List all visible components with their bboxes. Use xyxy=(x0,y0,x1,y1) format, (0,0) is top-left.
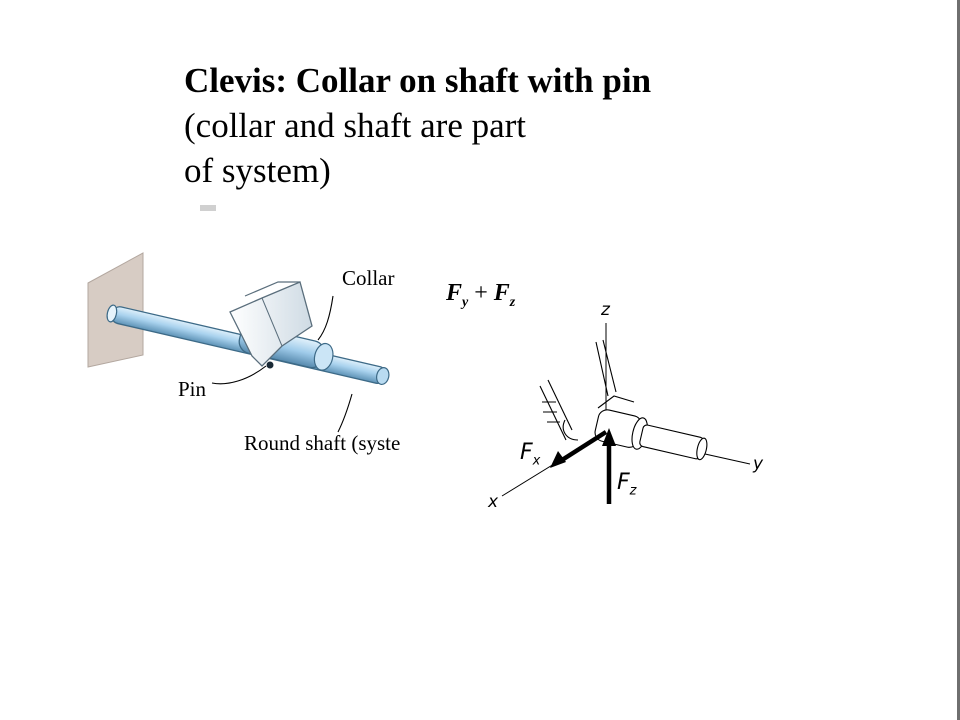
slide-edge xyxy=(957,0,960,720)
reaction-expression: Fy+Fz xyxy=(446,280,516,310)
clevis-illustration xyxy=(87,252,390,386)
y-axis-label: y xyxy=(753,454,764,474)
force-fx-arrow xyxy=(560,430,608,462)
x-axis-label: x xyxy=(488,492,499,512)
title-line-3: of system) xyxy=(184,151,331,190)
clevis-bracket xyxy=(229,281,313,369)
free-body-diagram xyxy=(501,323,751,504)
shaft-leader xyxy=(337,393,353,433)
pin-label: Pin xyxy=(178,377,207,401)
slide-title: Clevis: Collar on shaft with pin (collar… xyxy=(184,58,804,193)
force-fx-label: Fx xyxy=(520,440,541,469)
title-line-1: Clevis: Collar on shaft with pin xyxy=(184,61,652,100)
pin-leader xyxy=(211,365,267,385)
force-fz-label: Fz xyxy=(617,470,637,499)
round-shaft-label: Round shaft (syste xyxy=(244,431,401,455)
pin xyxy=(266,361,274,369)
title-smudge xyxy=(200,205,216,211)
collar-label: Collar xyxy=(342,266,395,290)
title-line-2: (collar and shaft are part xyxy=(184,106,527,145)
z-axis-label: z xyxy=(601,300,610,320)
collar-leader xyxy=(317,295,334,341)
